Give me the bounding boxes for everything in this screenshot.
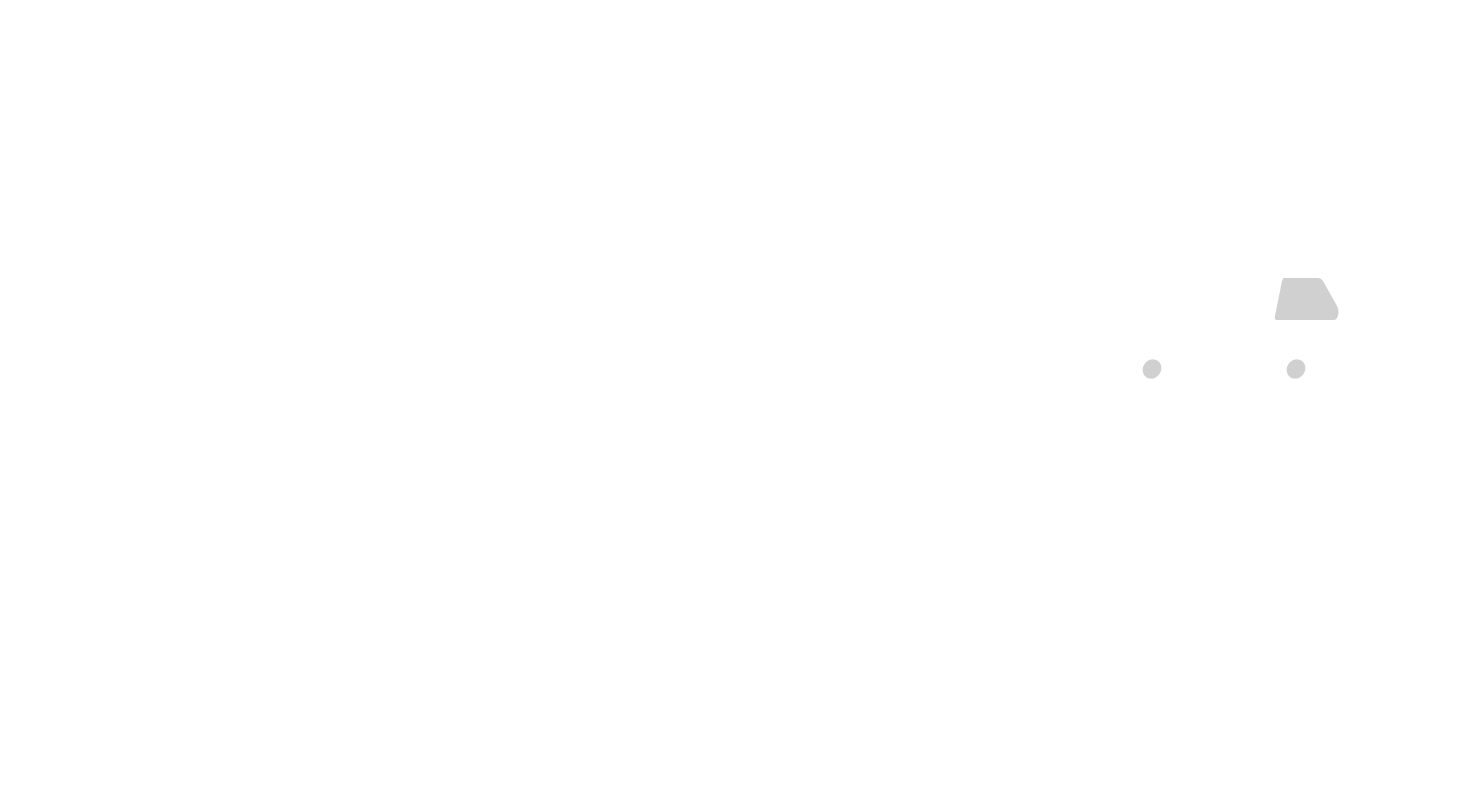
truck-icon xyxy=(1142,278,1339,379)
truck-rear-wheel xyxy=(1142,359,1162,379)
truck-front-wheel xyxy=(1286,359,1306,379)
truck-cab xyxy=(1274,278,1339,320)
